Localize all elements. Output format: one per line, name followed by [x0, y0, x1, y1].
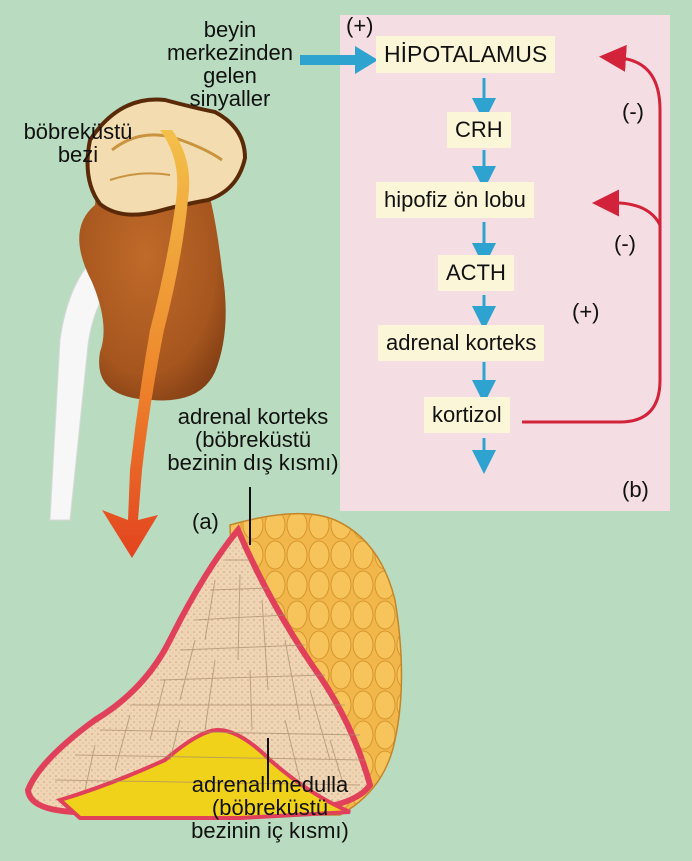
sign-positive-adrenal: (+) — [572, 300, 600, 323]
panel-a-label: (a) — [192, 510, 219, 533]
box-crh: CRH — [447, 112, 511, 148]
cortex-caption: adrenal korteks (böbreküstü bezinin dış … — [138, 405, 368, 474]
box-anterior-pituitary: hipofiz ön lobu — [376, 182, 534, 218]
adrenal-gland-label: böbreküstü bezi — [8, 120, 148, 166]
box-hypothalamus: HİPOTALAMUS — [376, 36, 555, 73]
box-cortisol: kortizol — [424, 397, 510, 433]
medulla-caption: adrenal medulla (böbreküstü bezinin iç k… — [150, 773, 390, 842]
sign-negative-hypothalamus: (-) — [622, 100, 644, 123]
sign-positive-hypothalamus: (+) — [346, 14, 374, 37]
sign-negative-pituitary: (-) — [614, 232, 636, 255]
panel-b-label: (b) — [622, 478, 649, 501]
box-adrenal-cortex: adrenal korteks — [378, 325, 544, 361]
box-acth: ACTH — [438, 255, 514, 291]
brain-signals-label: beyin merkezinden gelen sinyaller — [165, 18, 295, 110]
